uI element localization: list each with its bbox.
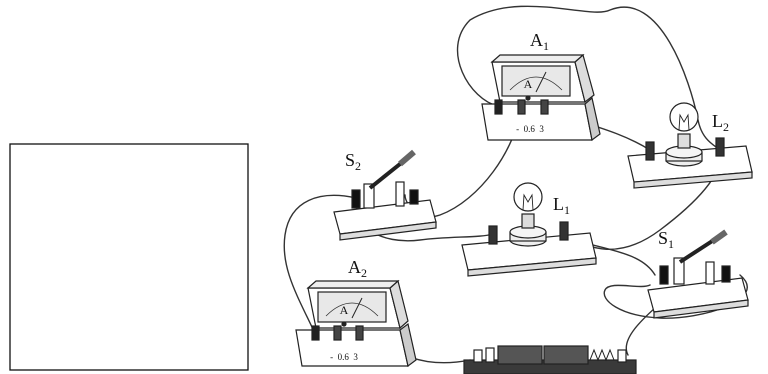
ammeter-a1 [481, 53, 601, 142]
lamp-l2 [627, 102, 753, 189]
switch-s1-label: S1 [658, 228, 674, 251]
ammeter-a1-scale: - 0.6 3 [516, 124, 544, 134]
battery-pack [463, 345, 637, 374]
lamp-l1-label: L1 [553, 194, 570, 217]
switch-s2 [333, 149, 437, 241]
ammeter-a2 [295, 279, 417, 368]
ammeter-a2-dial-letter: A [340, 303, 349, 317]
answer-box [9, 143, 249, 371]
ammeter-a2-label: A2 [348, 257, 367, 280]
lamp-l1 [461, 182, 597, 277]
switch-s2-label: S2 [345, 150, 361, 173]
ammeter-a1-dial-letter: A [524, 77, 533, 91]
wire-s2-to-a2 [283, 194, 357, 341]
ammeter-a1-label: A1 [530, 30, 549, 53]
switch-s1 [647, 229, 749, 319]
ammeter-a2-scale: - 0.6 3 [330, 352, 358, 362]
lamp-l2-label: L2 [712, 111, 729, 134]
